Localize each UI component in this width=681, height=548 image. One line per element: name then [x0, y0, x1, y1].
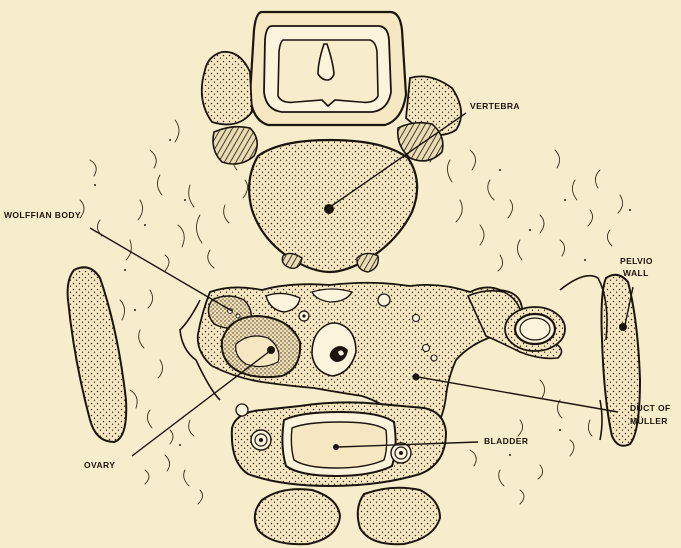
leader-wolffian-body	[90, 228, 232, 311]
label-pelvic-wall-line2: WALL	[623, 268, 649, 278]
ovary-shape	[222, 316, 300, 377]
femoral-masses	[255, 488, 440, 544]
spinal-cord	[250, 12, 406, 125]
label-bladder: BLADDER	[484, 436, 528, 446]
label-duct-of-muller-line1: DUCT OF	[630, 403, 671, 413]
label-pelvic-wall-line1: PELVIO	[620, 256, 653, 266]
label-wolffian-body: WOLFFIAN BODY	[4, 210, 81, 220]
label-duct-of-muller-line2: MÜLLER	[630, 416, 668, 426]
vertebral-body	[249, 140, 417, 272]
rectum-ring	[505, 307, 565, 351]
label-ovary: OVARY	[84, 460, 115, 470]
leader-duct-of-muller	[418, 377, 618, 412]
label-vertebra: VERTEBRA	[470, 101, 520, 111]
